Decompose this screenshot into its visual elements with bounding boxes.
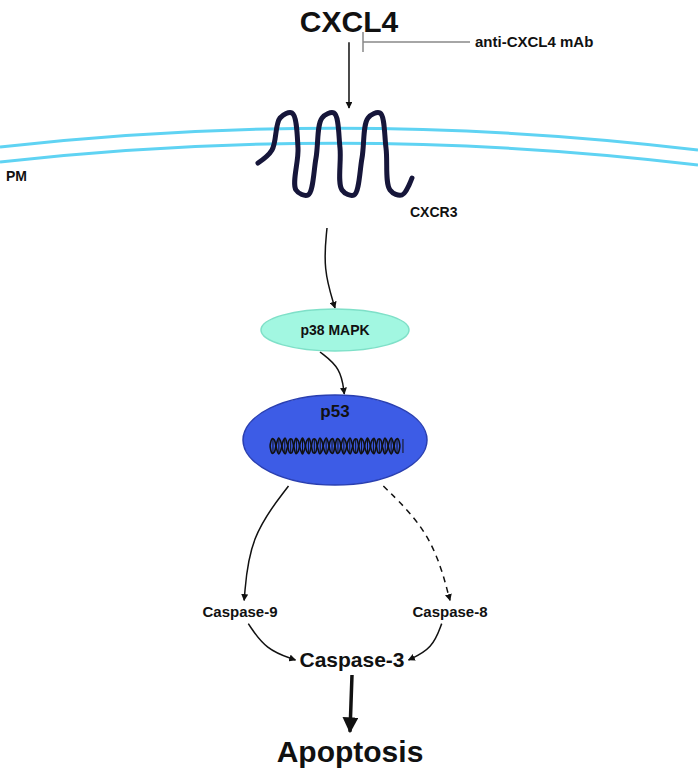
membrane-line: [0, 143, 698, 165]
caspase-label: Caspase-9: [198, 600, 281, 623]
signal-arrow: [248, 624, 295, 660]
node-text: Caspase-8: [412, 603, 487, 620]
membrane-label: PM: [6, 168, 27, 184]
dna-rung: [290, 439, 291, 453]
membrane-line: [0, 128, 698, 150]
dna-rung: [337, 439, 338, 453]
dna-rung: [385, 439, 386, 453]
inhibition-line: [363, 41, 470, 43]
dna-rung: [308, 439, 309, 453]
outcome-label: Apoptosis: [273, 732, 428, 773]
dna-rung: [278, 439, 279, 453]
node-text: p53: [320, 402, 349, 422]
node-text: p38 MAPK: [300, 322, 369, 338]
signal-arrow: [244, 486, 288, 600]
dna-rung: [367, 439, 368, 453]
node-text: CXCR3: [410, 204, 457, 220]
caspase-label: Caspase-3: [295, 645, 408, 675]
dna-rung: [272, 439, 273, 453]
node-text: CXCL4: [300, 5, 398, 40]
dna-rung: [326, 439, 327, 453]
dna-rung: [349, 439, 350, 453]
signal-arrow: [320, 352, 344, 394]
dna-rung: [373, 439, 374, 453]
dna-rung: [402, 439, 403, 453]
dna-rung: [284, 439, 285, 453]
dna-rung: [314, 439, 315, 453]
ligand-label: CXCL4: [296, 2, 402, 43]
receptor: CXCR3: [250, 108, 470, 228]
dna-rung: [343, 439, 344, 453]
dna-rung: [355, 439, 356, 453]
dna-rung: [361, 439, 362, 453]
dna-rung: [332, 439, 333, 453]
node-text: Caspase-9: [202, 603, 277, 620]
signal-arrow: [325, 228, 335, 308]
dna-rung: [391, 439, 392, 453]
node-text: Apoptosis: [277, 735, 424, 770]
kinase-ellipse: p38 MAPK: [260, 308, 410, 352]
dna-helix: [270, 438, 400, 454]
dna-rung: [397, 439, 398, 453]
signal-arrow: [409, 624, 442, 660]
antibody-label: anti-CXCL4 mAb: [475, 33, 593, 50]
dna-rung: [379, 439, 380, 453]
signal-arrow: [350, 675, 352, 732]
dna-helix: [270, 438, 400, 454]
dna-rung: [302, 439, 303, 453]
caspase-label: Caspase-8: [408, 600, 491, 623]
signal-arrow: [383, 486, 450, 600]
dna-rung: [296, 439, 297, 453]
dna-rung: [320, 439, 321, 453]
nucleus-ellipse: p53: [242, 394, 428, 486]
node-text: Caspase-3: [299, 648, 404, 672]
signal-arrow: [348, 42, 350, 108]
